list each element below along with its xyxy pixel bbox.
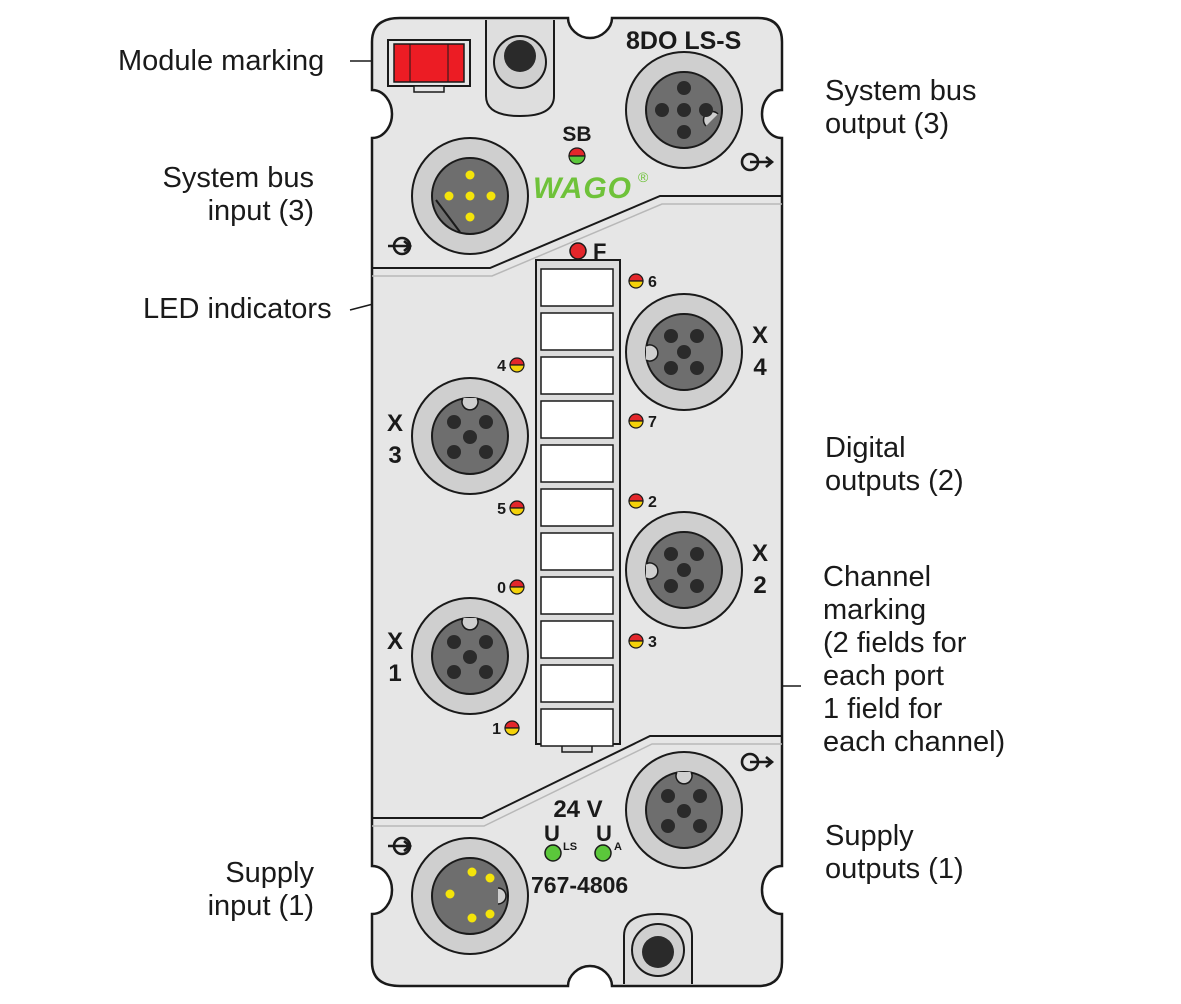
marking-field [540,356,614,395]
port-x3-letter: X [387,410,403,437]
digital-output-x4-connector [625,293,743,411]
output-symbol-icon [740,752,775,772]
callout-supply-input: Supply input (1) [207,857,314,922]
supply-output-connector [625,751,743,869]
port-x4-letter: X [752,322,768,349]
callout-system-bus-input: System bus input (3) [162,162,315,227]
supply-input-connector [411,837,529,955]
system-bus-output-connector [625,51,743,169]
port-x3-number: 3 [388,442,401,469]
sb-label: SB [562,123,591,146]
voltage-label: 24 V [553,796,602,823]
channel-led-3 [628,633,644,649]
upper-section-edge [372,195,782,269]
marking-field [540,532,614,571]
channel-number-4: 4 [497,358,506,375]
uls-label-main: U [544,821,560,846]
input-symbol-icon [388,836,413,856]
output-symbol-icon [740,152,775,172]
marking-field [540,708,614,747]
channel-led-0 [509,579,525,595]
marking-field [540,620,614,659]
ua-label-main: U [596,821,612,846]
digital-output-x2-connector [625,511,743,629]
marking-field [540,444,614,483]
upper-section-shadow [372,203,782,277]
lower-section-edge [372,735,782,819]
article-number: 767-4806 [531,872,628,898]
port-x2-letter: X [752,540,768,567]
uls-led [544,844,562,862]
wago-logo: WAGO [533,172,632,205]
port-x4-number: 4 [753,354,767,381]
callout-supply-outputs: Supply outputs (1) [825,820,964,885]
callout-system-bus-output: System bus output (3) [825,75,977,140]
fault-led [569,242,587,260]
lower-section-shadow [372,743,782,827]
callout-digital-outputs: Digital outputs (2) [825,432,964,497]
channel-number-5: 5 [497,501,506,518]
sb-led [568,147,586,165]
uls-label-sub: LS [563,841,577,853]
channel-number-7: 7 [648,414,657,431]
mounting-screw-top [485,20,555,118]
marking-field [540,268,614,307]
channel-marking-strip [535,259,621,753]
marking-field [540,312,614,351]
port-x1-letter: X [387,628,403,655]
input-symbol-icon [388,236,413,256]
callout-channel-marking: Channel marking (2 fields for each port … [823,561,1006,758]
ua-led [594,844,612,862]
digital-output-x3-connector [411,377,529,495]
digital-output-x1-connector [411,597,529,715]
channel-led-6 [628,273,644,289]
channel-led-4 [509,357,525,373]
channel-led-1 [504,720,520,736]
callout-module-marking: Module marking [118,45,325,77]
marking-field [540,664,614,703]
channel-led-7 [628,413,644,429]
port-x2-number: 2 [753,572,766,599]
module-name: 8DO LS-S [626,27,741,55]
mounting-screw-bottom [623,912,693,984]
channel-number-2: 2 [648,494,657,511]
registered-mark: ® [638,169,649,185]
channel-led-5 [509,500,525,516]
marking-field [540,400,614,439]
fault-label: F [593,239,606,264]
callout-led-indicators: LED indicators [143,293,332,325]
port-x1-number: 1 [388,660,401,687]
ua-label-sub: A [614,841,622,853]
module-marker [387,39,471,93]
channel-number-3: 3 [648,634,657,651]
channel-number-6: 6 [648,274,657,291]
channel-number-0: 0 [497,580,506,597]
channel-number-1: 1 [492,721,501,738]
marking-field [540,576,614,615]
system-bus-input-connector [411,137,529,255]
marking-field [540,488,614,527]
channel-led-2 [628,493,644,509]
